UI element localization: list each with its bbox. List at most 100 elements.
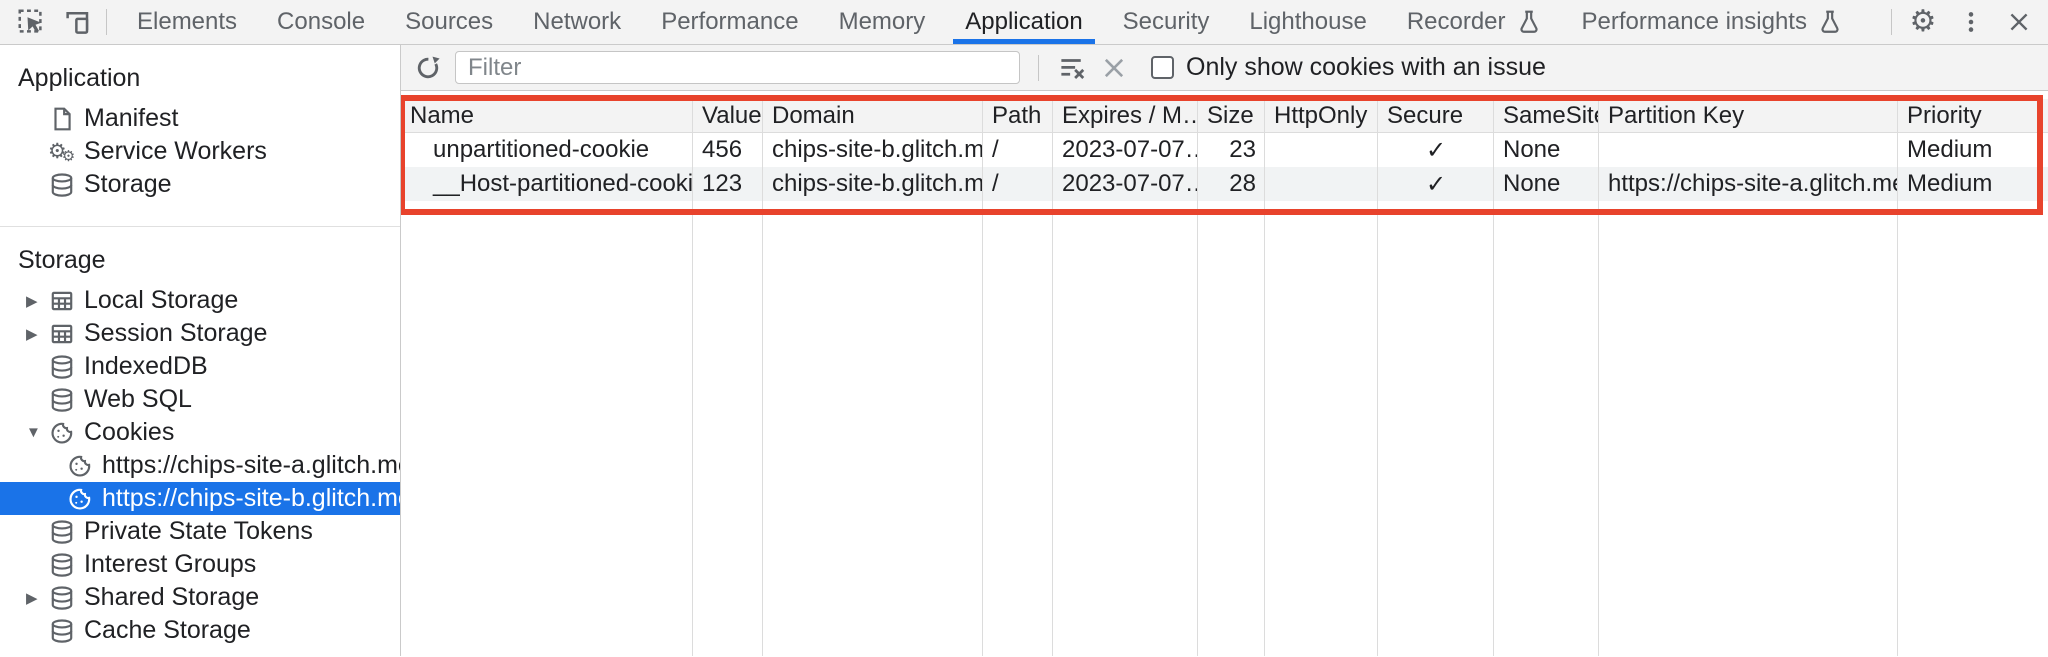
tab-network[interactable]: Network (513, 0, 641, 44)
cell-path[interactable]: / (992, 136, 999, 163)
cell-priority[interactable]: Medium (1907, 170, 1993, 197)
settings-gear-icon[interactable]: ⚙ (1909, 5, 1937, 38)
sidebar-item-indexeddb[interactable]: IndexedDB (0, 350, 400, 383)
sidebar-item-label: Web SQL (84, 385, 192, 413)
cell-size[interactable]: 28 (1229, 170, 1256, 197)
sidebar-item-label: https://chips-site-b.glitch.me (102, 484, 401, 512)
toolbar-separator (1038, 54, 1039, 81)
cell-size[interactable]: 23 (1229, 136, 1256, 163)
tab-label: Lighthouse (1249, 8, 1367, 35)
chevron-right-icon[interactable]: ▶ (26, 325, 38, 343)
tab-label: Performance insights (1581, 8, 1807, 35)
close-devtools-icon[interactable] (2002, 5, 2036, 39)
cookie-row-host-partitioned-cookie[interactable]: __Host-partitioned-cookie 123 chips-site-b… (401, 167, 2048, 201)
sidebar-item-label: Service Workers (84, 137, 267, 165)
sidebar-item-label: Interest Groups (84, 550, 257, 578)
sidebar-item-label: Session Storage (84, 319, 268, 347)
sidebar-item-private-state-tokens[interactable]: Private State Tokens (0, 515, 400, 548)
tab-label: Recorder (1406, 8, 1506, 35)
column-header-path[interactable]: Path (992, 101, 1042, 129)
cell-secure[interactable]: ✓ (1425, 170, 1447, 198)
sidebar-item-manifest[interactable]: Manifest (0, 102, 400, 135)
table-icon (48, 320, 75, 347)
inspect-element-icon[interactable] (14, 5, 48, 39)
tab-console[interactable]: Console (257, 0, 385, 44)
only-show-issue-checkbox[interactable] (1151, 56, 1174, 79)
tab-lighthouse[interactable]: Lighthouse (1229, 0, 1386, 44)
cell-partition-key[interactable] (1599, 133, 1898, 167)
cookies-panel: Only show cookies with an issue Name Valu… (401, 45, 2048, 656)
table-header-row: Name Value Domain Path Expires / M… Size HttpO… (401, 99, 2048, 133)
database-icon (48, 518, 75, 545)
tab-recorder[interactable]: Recorder (1387, 0, 1562, 44)
tab-label: Memory (838, 8, 926, 35)
sidebar-item-https-chips-site-b-glitch-me[interactable]: https://chips-site-b.glitch.me (0, 482, 400, 515)
tab-memory[interactable]: Memory (819, 0, 946, 44)
only-show-issue-label[interactable]: Only show cookies with an issue (1186, 53, 1546, 81)
sidebar-item-cookies[interactable]: ▼ Cookies (0, 416, 400, 449)
sidebar-item-storage[interactable]: Storage (0, 168, 400, 201)
sidebar-item-interest-groups[interactable]: Interest Groups (0, 548, 400, 581)
cell-domain[interactable]: chips-site-b.glitch.me (772, 136, 983, 163)
cell-value[interactable]: 123 (702, 170, 743, 197)
column-header-domain[interactable]: Domain (772, 101, 855, 129)
cell-priority[interactable]: Medium (1907, 136, 1993, 163)
cookie-row-unpartitioned-cookie[interactable]: unpartitioned-cookie 456 chips-site-b.glit… (401, 133, 2048, 167)
chevron-right-icon[interactable]: ▶ (26, 589, 38, 607)
filter-input[interactable] (455, 51, 1020, 84)
sidebar-item-web-sql[interactable]: Web SQL (0, 383, 400, 416)
tab-sources[interactable]: Sources (385, 0, 513, 44)
database-icon (48, 617, 75, 644)
sidebar-item-cache-storage[interactable]: Cache Storage (0, 614, 400, 647)
cell-partition-key[interactable]: https://chips-site-a.glitch.me (1608, 170, 1898, 197)
sidebar-item-shared-storage[interactable]: ▶ Shared Storage (0, 581, 400, 614)
column-header-value[interactable]: Value (702, 101, 762, 129)
cookie-table: Name Value Domain Path Expires / M… Size HttpO… (401, 99, 2048, 201)
cell-path[interactable]: / (992, 170, 999, 197)
cell-name[interactable]: __Host-partitioned-cookie (433, 170, 693, 197)
cell-value[interactable]: 456 (702, 136, 743, 163)
sidebar-item-label: Cookies (84, 418, 175, 446)
sidebar-section-title-application: Application (18, 64, 141, 92)
cell-expires-m[interactable]: 2023-07-07… (1062, 170, 1198, 197)
column-header-partition-key[interactable]: Partition Key (1608, 101, 1745, 129)
column-header-priority[interactable]: Priority (1907, 101, 1982, 129)
column-header-name[interactable]: Name (410, 101, 475, 129)
sidebar-item-local-storage[interactable]: ▶ Local Storage (0, 284, 400, 317)
cookies-toolbar: Only show cookies with an issue (401, 45, 2048, 91)
cell-name[interactable]: unpartitioned-cookie (433, 136, 650, 163)
column-header-size[interactable]: Size (1207, 101, 1254, 129)
tab-security[interactable]: Security (1103, 0, 1230, 44)
column-header-expires-m[interactable]: Expires / M… (1062, 101, 1198, 129)
cell-secure[interactable]: ✓ (1425, 136, 1447, 164)
clear-all-cookies-icon[interactable] (1055, 51, 1089, 85)
refresh-icon[interactable] (411, 51, 445, 85)
tab-application[interactable]: Application (945, 0, 1102, 44)
more-options-kebab-icon[interactable] (1954, 5, 1988, 39)
cell-expires-m[interactable]: 2023-07-07… (1062, 136, 1198, 163)
sidebar-item-service-workers[interactable]: ⚙⚙ Service Workers (0, 135, 400, 168)
toggle-device-toolbar-icon[interactable] (60, 5, 94, 39)
cell-domain[interactable]: chips-site-b.glitch.me (772, 170, 983, 197)
sidebar-item-https-chips-site-a-glitch-me[interactable]: https://chips-site-a.glitch.me (0, 449, 400, 482)
cell-samesite[interactable]: None (1503, 170, 1561, 197)
sidebar-item-label: IndexedDB (84, 352, 208, 380)
cell-samesite[interactable]: None (1503, 136, 1561, 163)
table-icon (48, 287, 75, 314)
column-header-secure[interactable]: Secure (1387, 101, 1464, 129)
sidebar-item-session-storage[interactable]: ▶ Session Storage (0, 317, 400, 350)
chevron-right-icon[interactable]: ▶ (26, 292, 38, 310)
chevron-down-icon[interactable]: ▼ (26, 424, 41, 441)
service-workers-icon: ⚙⚙ (47, 140, 76, 165)
tab-performance-insights[interactable]: Performance insights (1562, 0, 1863, 44)
tab-performance[interactable]: Performance (641, 0, 818, 44)
column-header-samesite[interactable]: SameSite (1503, 101, 1599, 129)
database-icon (48, 584, 75, 611)
delete-selected-icon[interactable] (1097, 51, 1131, 85)
column-header-httponly[interactable]: HttpOnly (1274, 101, 1368, 129)
cell-httponly[interactable] (1265, 167, 1378, 201)
sidebar-item-label: Local Storage (84, 286, 239, 314)
cell-httponly[interactable] (1265, 133, 1378, 167)
tab-elements[interactable]: Elements (117, 0, 257, 44)
